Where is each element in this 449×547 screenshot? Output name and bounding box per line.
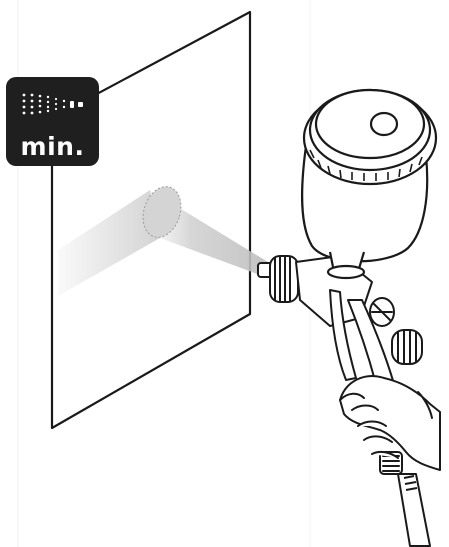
min-badge: min. bbox=[6, 77, 99, 166]
min-label: min. bbox=[6, 134, 99, 159]
air-hose-icon bbox=[398, 474, 430, 546]
paint-cup-icon bbox=[302, 90, 436, 278]
hand-icon bbox=[340, 376, 440, 470]
spray-pattern-icon bbox=[20, 91, 86, 117]
